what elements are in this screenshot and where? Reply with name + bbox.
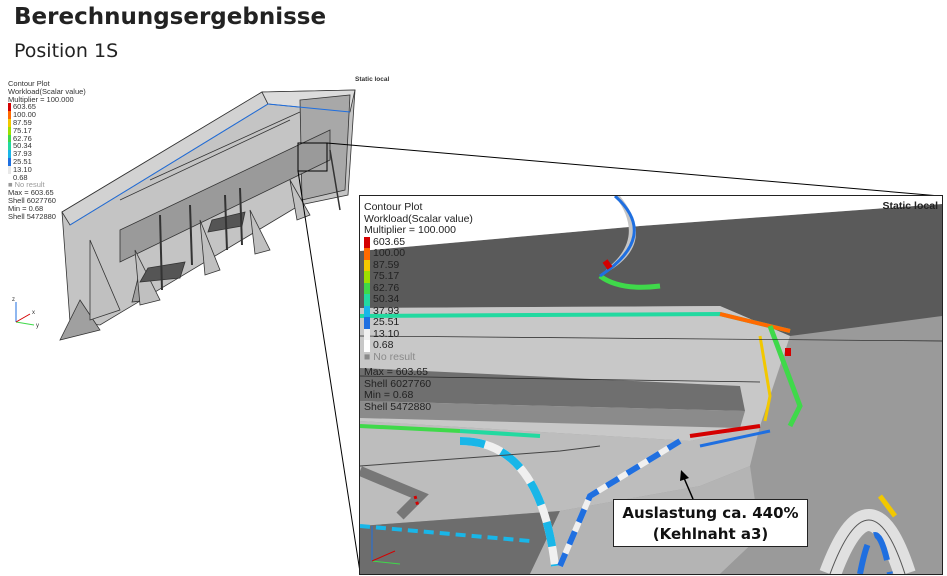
legend-row: 100.00 xyxy=(8,111,86,119)
detail-legend-multiplier: Multiplier = 100.000 xyxy=(364,224,456,236)
detail-legend-result: Workload(Scalar value) xyxy=(364,212,473,225)
overview-view-label: Static local xyxy=(355,76,390,83)
legend-row: 37.93 xyxy=(8,150,86,158)
axis-z-label: z xyxy=(12,297,15,303)
legend-max-shell: Shell 6027760 xyxy=(8,195,56,205)
detail-view-label: Static local xyxy=(882,200,938,212)
legend-swatch xyxy=(8,165,11,174)
detail-legend-row: 13.10 xyxy=(364,328,473,340)
legend-no-result: ■ No result xyxy=(8,180,45,190)
legend-row: 87.59 xyxy=(8,119,86,127)
detail-legend-min-shell: Shell 5472880 xyxy=(364,400,432,413)
legend-swatch xyxy=(8,157,11,166)
detail-legend-no-result: ■ No result xyxy=(364,350,416,363)
zoom-region-marker xyxy=(297,142,328,172)
legend-swatch xyxy=(8,111,11,119)
legend-row: 0.68 xyxy=(8,173,86,182)
callout-line-2: (Kehlnaht a3) xyxy=(652,525,769,543)
detail-legend-row: 0.68 xyxy=(364,339,473,352)
overview-legend: Contour Plot Workload(Scalar value) Mult… xyxy=(8,80,86,220)
callout-line-1: Auslastung ca. 440% xyxy=(622,504,799,522)
slide-title: Berechnungsergebnisse xyxy=(14,4,327,30)
legend-swatch xyxy=(8,103,11,112)
axis-x-label: x xyxy=(32,310,35,316)
legend-row: 50.34 xyxy=(8,142,86,151)
legend-swatch xyxy=(8,126,11,135)
detail-legend-row: 37.93 xyxy=(364,305,473,317)
slide-subtitle: Position 1S xyxy=(14,40,119,62)
legend-row: 75.17 xyxy=(8,126,86,135)
overview-axis-triad: z y x xyxy=(12,297,39,329)
detail-legend-min: Min = 0.68 xyxy=(364,389,414,401)
detail-legend-max-shell: Shell 6027760 xyxy=(364,377,432,390)
legend-scale: 603.65 100.00 87.59 75.17 62.76 50.34 37… xyxy=(8,103,86,182)
legend-row: 603.65 xyxy=(8,103,86,112)
detail-legend-row: 50.34 xyxy=(364,293,473,306)
detail-view[interactable]: Contour Plot Workload(Scalar value) Mult… xyxy=(359,195,943,575)
legend-row: 62.76 xyxy=(8,134,86,143)
legend-plot-type: Contour Plot xyxy=(8,79,50,88)
detail-model xyxy=(360,196,942,574)
detail-legend: Contour Plot Workload(Scalar value) Mult… xyxy=(364,201,473,413)
detail-legend-row: 603.65 xyxy=(364,236,473,248)
detail-legend-row: 100.00 xyxy=(364,247,473,260)
legend-row: 25.51 xyxy=(8,158,86,166)
legend-multiplier: Multiplier = 100.000 xyxy=(8,94,74,104)
legend-swatch xyxy=(8,134,11,143)
detail-legend-row: 75.17 xyxy=(364,270,473,283)
legend-swatch xyxy=(8,118,11,127)
legend-min: Min = 0.68 xyxy=(8,203,44,213)
axis-y-label: y xyxy=(36,323,39,329)
legend-max: Max = 603.65 xyxy=(8,188,54,198)
detail-legend-max: Max = 603.65 xyxy=(364,366,428,378)
detail-legend-row: 62.76 xyxy=(364,282,473,294)
legend-swatch xyxy=(8,142,11,151)
legend-min-shell: Shell 5472880 xyxy=(8,211,56,221)
detail-legend-plot-type: Contour Plot xyxy=(364,201,423,213)
legend-row: 13.10 xyxy=(8,165,86,174)
callout-box: Auslastung ca. 440% (Kehlnaht a3) xyxy=(613,499,808,547)
legend-swatch xyxy=(8,150,11,158)
legend-swatch xyxy=(8,173,11,182)
detail-legend-row: 25.51 xyxy=(364,316,473,329)
legend-result: Workload(Scalar value) xyxy=(8,86,86,96)
detail-legend-row: 87.59 xyxy=(364,259,473,271)
